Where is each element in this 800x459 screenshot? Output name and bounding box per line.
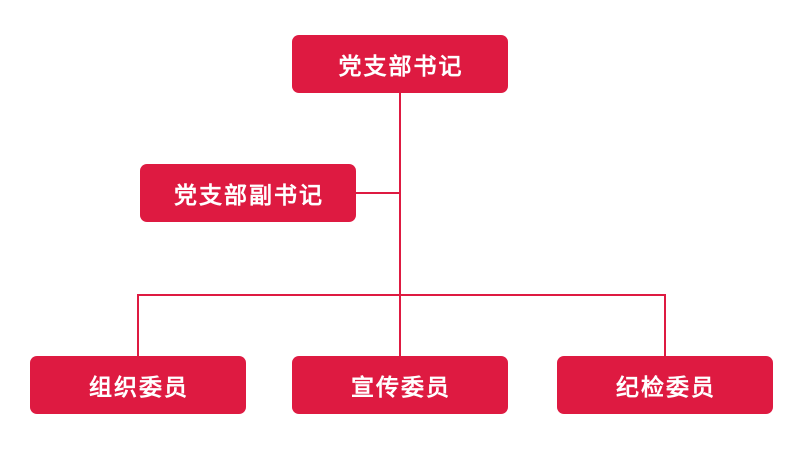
node-party-branch-secretary: 党支部书记 [292,35,508,93]
connector-organization-drop [137,294,139,356]
node-label: 宣传委员 [351,374,451,400]
node-label: 党支部书记 [338,53,464,79]
connector-deputy-secretary-stub [356,192,399,194]
node-organization-committee-member: 组织委员 [30,356,246,414]
connector-branch-rail [137,294,666,296]
node-party-branch-deputy-secretary: 党支部副书记 [140,164,356,222]
node-publicity-committee-member: 宣传委员 [292,356,508,414]
node-label: 党支部副书记 [174,182,324,208]
connector-discipline-drop [664,294,666,356]
node-label: 纪检委员 [616,374,716,400]
node-discipline-inspection-committee-member: 纪检委员 [557,356,773,414]
connector-secretary-trunk [399,93,401,356]
node-label: 组织委员 [89,374,189,400]
